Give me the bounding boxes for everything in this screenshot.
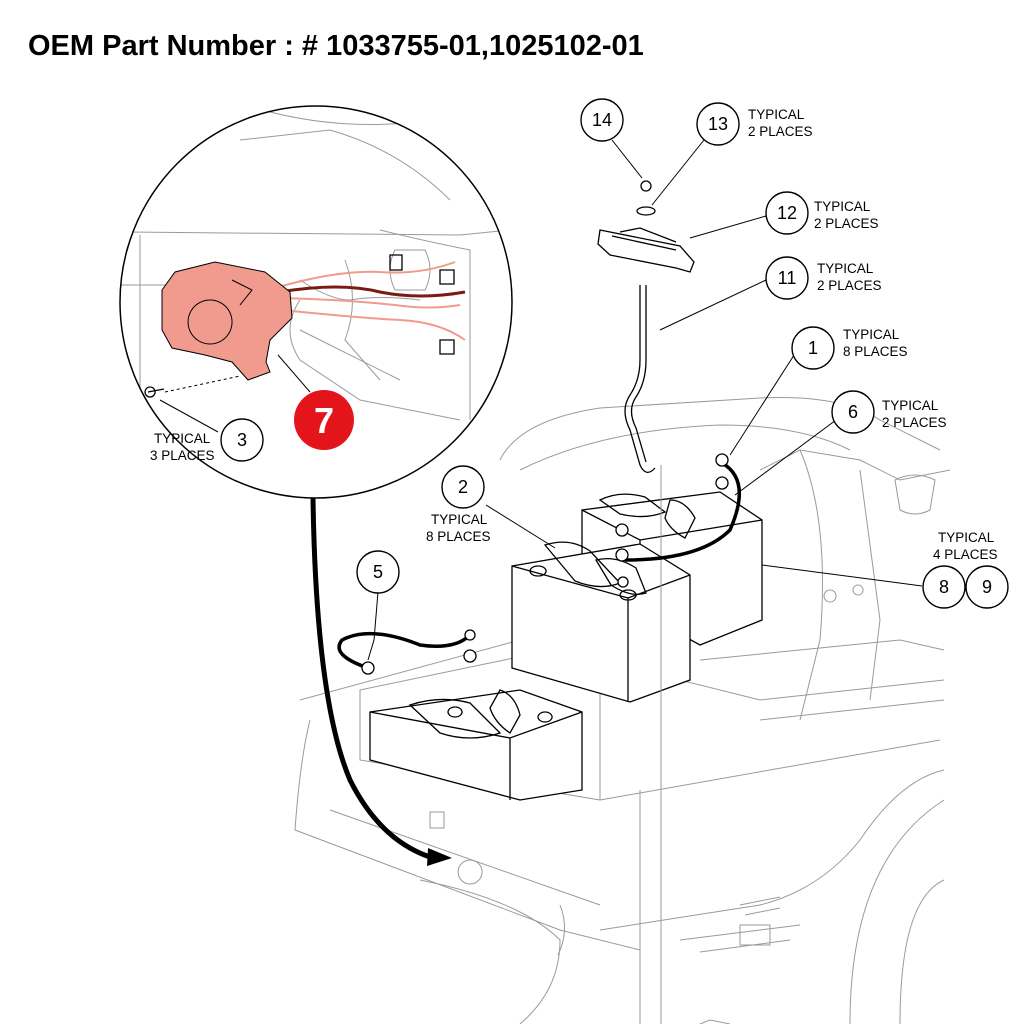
callout-3: 3 TYPICAL 3 PLACES: [150, 418, 264, 463]
callout-3-number: 3: [237, 430, 247, 450]
callout-1-number: 1: [808, 338, 818, 358]
page-title: OEM Part Number : # 1033755-01,1025102-0…: [28, 30, 644, 62]
hold-down-clamp: [597, 227, 695, 273]
callout-2: 2 TYPICAL 8 PLACES: [426, 465, 491, 544]
callout-11-number: 11: [778, 268, 797, 288]
battery-front: [511, 541, 691, 703]
badge-7-circle: [294, 390, 354, 450]
callout-3-note-2: 3 PLACES: [150, 448, 215, 463]
callout-11-note-2: 2 PLACES: [817, 278, 882, 293]
nut-washer: [636, 180, 656, 216]
callout-2-number: 2: [458, 477, 468, 497]
callout-leaders: [159, 139, 923, 661]
callout-5-number: 5: [373, 562, 383, 582]
callout-12-note-1: TYPICAL: [814, 199, 871, 214]
callout-1-note-1: TYPICAL: [843, 327, 900, 342]
callout-12-note-2: 2 PLACES: [814, 216, 879, 231]
callout-6: 6 TYPICAL 2 PLACES: [831, 390, 947, 434]
battery-cables: [337, 453, 742, 675]
callout-2-note-2: 8 PLACES: [426, 529, 491, 544]
callout-13-note-2: 2 PLACES: [748, 124, 813, 139]
callout-9: 9: [965, 565, 1009, 609]
callout-1: 1 TYPICAL 8 PLACES: [791, 326, 908, 370]
callout-1-note-2: 8 PLACES: [843, 344, 908, 359]
callout-8-number: 8: [939, 577, 949, 597]
callout-5: 5: [356, 550, 400, 594]
callout-14-number: 14: [592, 110, 612, 130]
battery-lower: [369, 689, 583, 801]
detail-arrow: [310, 497, 452, 866]
callout-13-number: 13: [708, 114, 728, 134]
callout-3-note-1: TYPICAL: [154, 431, 211, 446]
callout-13: 13 TYPICAL 2 PLACES: [696, 102, 813, 146]
callout-12-number: 12: [777, 203, 797, 223]
callout-8-note-2: 4 PLACES: [933, 547, 998, 562]
callout-13-note-1: TYPICAL: [748, 107, 805, 122]
callout-11: 11 TYPICAL 2 PLACES: [765, 256, 882, 300]
badge-7-number: 7: [314, 400, 334, 441]
callout-6-note-1: TYPICAL: [882, 398, 939, 413]
callout-8-note-1: TYPICAL: [938, 530, 995, 545]
callouts: 14 13 TYPICAL 2 PLACES 12 TYPICAL 2 PLAC…: [150, 98, 1009, 609]
callout-8: 8 TYPICAL 4 PLACES: [922, 530, 998, 609]
callout-6-number: 6: [848, 402, 858, 422]
charger-receptacle-highlight: [161, 261, 293, 381]
callout-14: 14: [580, 98, 624, 142]
callout-11-note-1: TYPICAL: [817, 261, 874, 276]
callout-6-note-2: 2 PLACES: [882, 415, 947, 430]
callout-12: 12 TYPICAL 2 PLACES: [765, 191, 879, 235]
callout-2-note-1: TYPICAL: [431, 512, 488, 527]
detail-inset: 7: [119, 105, 513, 499]
callout-9-number: 9: [982, 577, 992, 597]
